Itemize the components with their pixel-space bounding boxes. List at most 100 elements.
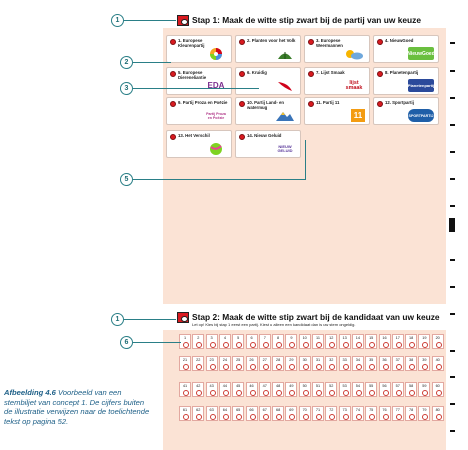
candidate-cell[interactable]: 7 [258, 334, 271, 349]
vote-circle[interactable] [316, 390, 322, 396]
vote-circle[interactable] [435, 414, 442, 420]
candidate-cell[interactable]: 42 [192, 382, 205, 397]
vote-dot[interactable] [377, 101, 383, 107]
vote-circle[interactable] [196, 414, 203, 420]
candidate-cell[interactable]: 39 [418, 356, 431, 371]
candidate-cell[interactable]: 60 [431, 382, 444, 397]
vote-circle[interactable] [183, 342, 189, 348]
candidate-cell[interactable]: 43 [205, 382, 218, 397]
vote-circle[interactable] [276, 414, 283, 420]
vote-circle[interactable] [289, 364, 296, 370]
candidate-cell[interactable]: 47 [258, 382, 271, 397]
vote-circle[interactable] [236, 414, 243, 420]
candidate-cell[interactable]: 53 [338, 382, 351, 397]
candidate-cell[interactable]: 23 [205, 356, 218, 371]
vote-circle[interactable] [262, 390, 269, 396]
candidate-cell[interactable]: 6 [245, 334, 258, 349]
candidate-cell[interactable]: 59 [418, 382, 431, 397]
candidate-cell[interactable]: 29 [285, 356, 298, 371]
vote-circle[interactable] [395, 342, 402, 348]
vote-circle[interactable] [422, 390, 429, 396]
vote-circle[interactable] [355, 342, 362, 348]
vote-dot[interactable] [239, 134, 245, 140]
candidate-cell[interactable]: 1 [179, 334, 191, 349]
vote-circle[interactable] [369, 390, 376, 396]
vote-circle[interactable] [316, 414, 322, 420]
candidate-cell[interactable]: 48 [272, 382, 285, 397]
candidate-cell[interactable]: 79 [418, 406, 431, 421]
candidate-cell[interactable]: 62 [192, 406, 205, 421]
vote-circle[interactable] [249, 364, 256, 370]
vote-circle[interactable] [249, 342, 256, 348]
vote-circle[interactable] [409, 364, 416, 370]
vote-circle[interactable] [316, 364, 322, 370]
candidate-cell[interactable]: 56 [378, 382, 391, 397]
vote-dot[interactable] [239, 101, 245, 107]
vote-circle[interactable] [355, 364, 362, 370]
candidate-cell[interactable]: 24 [218, 356, 231, 371]
vote-circle[interactable] [342, 390, 349, 396]
vote-circle[interactable] [302, 390, 309, 396]
vote-circle[interactable] [249, 390, 256, 396]
candidate-cell[interactable]: 27 [258, 356, 271, 371]
candidate-cell[interactable]: 49 [285, 382, 298, 397]
candidate-cell[interactable]: 40 [431, 356, 444, 371]
candidate-cell[interactable]: 58 [405, 382, 418, 397]
candidate-cell[interactable]: 17 [391, 334, 404, 349]
candidate-cell[interactable]: 38 [405, 356, 418, 371]
vote-circle[interactable] [422, 342, 429, 348]
candidate-cell[interactable]: 15 [365, 334, 378, 349]
candidate-cell[interactable]: 76 [378, 406, 391, 421]
party-tile[interactable]: 13. Het Verschil [166, 130, 232, 158]
candidate-cell[interactable]: 57 [391, 382, 404, 397]
candidate-cell[interactable]: 71 [312, 406, 324, 421]
candidate-cell[interactable]: 36 [378, 356, 391, 371]
vote-dot[interactable] [308, 71, 314, 77]
vote-dot[interactable] [170, 101, 176, 107]
vote-circle[interactable] [302, 342, 309, 348]
vote-circle[interactable] [249, 414, 256, 420]
party-tile[interactable]: 2. Planten voor het Volk [235, 35, 301, 63]
candidate-cell[interactable]: 31 [312, 356, 324, 371]
candidate-cell[interactable]: 26 [245, 356, 258, 371]
vote-circle[interactable] [355, 414, 362, 420]
candidate-cell[interactable]: 14 [351, 334, 364, 349]
vote-circle[interactable] [316, 342, 322, 348]
candidate-cell[interactable]: 12 [325, 334, 338, 349]
vote-circle[interactable] [329, 390, 336, 396]
candidate-cell[interactable]: 28 [272, 356, 285, 371]
vote-circle[interactable] [289, 414, 296, 420]
candidate-cell[interactable]: 66 [245, 406, 258, 421]
vote-circle[interactable] [409, 390, 416, 396]
vote-circle[interactable] [183, 414, 189, 420]
candidate-cell[interactable]: 69 [285, 406, 298, 421]
party-tile[interactable]: 10. Partij Land- en watermug [235, 97, 301, 125]
vote-circle[interactable] [289, 342, 296, 348]
party-tile[interactable]: 1. Europese Kleurenpartij [166, 35, 232, 63]
vote-circle[interactable] [435, 390, 442, 396]
candidate-cell[interactable]: 4 [218, 334, 231, 349]
vote-dot[interactable] [170, 134, 176, 140]
candidate-cell[interactable]: 10 [298, 334, 311, 349]
vote-circle[interactable] [209, 364, 216, 370]
vote-circle[interactable] [395, 364, 402, 370]
vote-circle[interactable] [369, 342, 376, 348]
candidate-cell[interactable]: 41 [179, 382, 191, 397]
candidate-cell[interactable]: 8 [272, 334, 285, 349]
vote-dot[interactable] [170, 71, 176, 77]
vote-dot[interactable] [377, 39, 383, 45]
vote-circle[interactable] [236, 390, 243, 396]
candidate-cell[interactable]: 77 [391, 406, 404, 421]
vote-dot[interactable] [170, 39, 176, 45]
candidate-cell[interactable]: 45 [232, 382, 245, 397]
vote-circle[interactable] [222, 390, 229, 396]
vote-circle[interactable] [183, 364, 189, 370]
candidate-cell[interactable]: 35 [365, 356, 378, 371]
vote-circle[interactable] [395, 390, 402, 396]
candidate-cell[interactable]: 70 [298, 406, 311, 421]
candidate-cell[interactable]: 44 [218, 382, 231, 397]
candidate-cell[interactable]: 73 [338, 406, 351, 421]
